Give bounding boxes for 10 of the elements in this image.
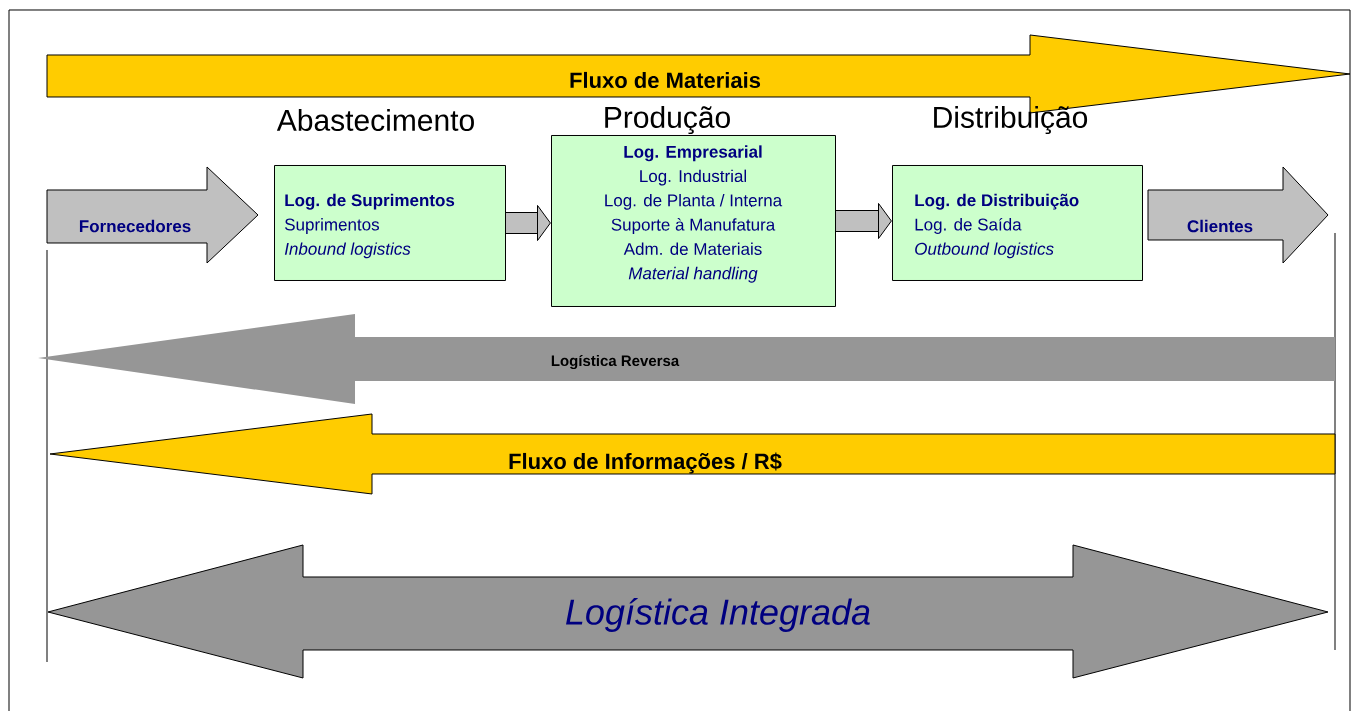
process-box: Log. de Suprimentos Suprimentos Inbound logistics <box>274 165 506 281</box>
block-arrow <box>506 204 551 242</box>
process-box: Log. de Distribuição Log. de Saída Outbound logistics <box>892 165 1143 281</box>
source-band: Fornecedores <box>46 166 259 264</box>
process-box: Log. Empresarial Log. Industrial Log. de Planta / Interna Suporte à Manufatura Adm. de Materiais Material handling <box>551 135 836 307</box>
flow-band: Fluxo de Informações / R$ <box>49 413 1336 495</box>
block-arrow <box>836 202 892 240</box>
integration-band: Logística Integrada <box>47 544 1329 679</box>
customer-band: Clientes <box>1147 166 1329 264</box>
flow-band: Logística Reversa <box>38 314 1335 404</box>
